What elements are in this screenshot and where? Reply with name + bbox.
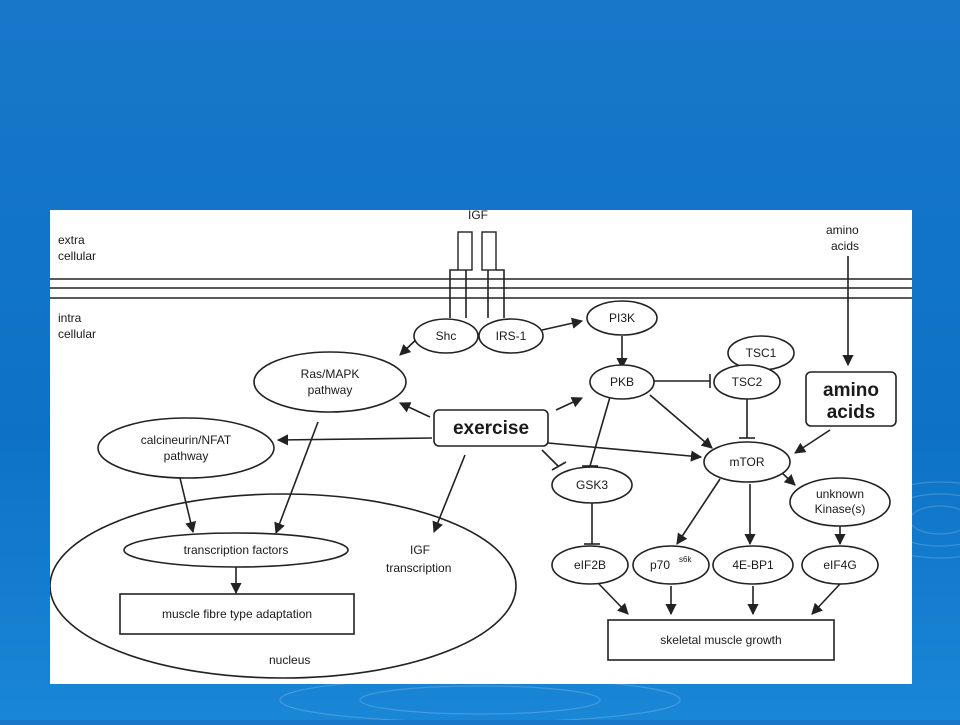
node-ras-mapk: Ras/MAPK pathway [253, 351, 407, 413]
node-4e-bp1: 4E-BP1 [712, 545, 794, 585]
node-tsc2-label: TSC2 [732, 375, 763, 389]
exercise-label: exercise [453, 418, 529, 439]
node-pkb: PKB [589, 364, 655, 400]
acids-label-top: acids [831, 239, 859, 253]
igf-receptor [449, 231, 505, 318]
nucleus [50, 493, 517, 679]
amino-label-top: amino [826, 223, 859, 237]
gsk3-label: GSK3 [576, 478, 608, 492]
node-tsc1: TSC1 [727, 335, 795, 371]
skeletal-growth-label: skeletal muscle growth [660, 633, 781, 647]
extra-cellular-label-2: cellular [58, 249, 96, 263]
node-tsc1-label: TSC1 [746, 346, 777, 360]
node-exercise: exercise [433, 409, 549, 447]
igf-transcription-label-1: IGF [410, 543, 430, 557]
p70-superscript: s6k [679, 555, 692, 564]
node-eif4g: eIF4G [801, 545, 879, 585]
node-mtor: mTOR [703, 441, 791, 483]
unknown-kinase-label-2: Kinase(s) [815, 502, 866, 516]
cell-membrane [50, 278, 912, 299]
node-muscle-fibre-adaptation: muscle fibre type adaptation [119, 593, 355, 635]
transcription-factors-label: transcription factors [184, 543, 289, 557]
pathway-connectors [179, 317, 846, 616]
node-tsc2: TSC2 [713, 364, 781, 400]
muscle-fibre-label: muscle fibre type adaptation [162, 607, 312, 621]
igf-transcription-label-2: transcription [386, 561, 451, 575]
node-pkb-label: PKB [610, 375, 634, 389]
node-amino-acids-box: amino acids [805, 371, 897, 427]
eif4g-label: eIF4G [823, 558, 856, 572]
amino-acids-box-label-2: acids [827, 402, 876, 423]
intra-cellular-label-1: intra [58, 311, 82, 325]
node-pi3k-label: PI3K [609, 311, 635, 325]
node-shc-label: Shc [436, 329, 457, 343]
ras-mapk-label-1: Ras/MAPK [301, 367, 360, 381]
node-shc: Shc [413, 318, 479, 354]
pathway-diagram-panel: extra cellular intra cellular IGF amino … [50, 210, 912, 684]
ras-mapk-label-2: pathway [308, 383, 353, 397]
pathway-diagram: extra cellular intra cellular IGF amino … [50, 210, 912, 679]
node-eif2b: eIF2B [551, 545, 629, 585]
node-unknown-kinase: unknown Kinase(s) [789, 477, 891, 527]
igf-receptor-label: IGF [468, 210, 488, 222]
mtor-label: mTOR [729, 455, 764, 469]
unknown-kinase-label-1: unknown [816, 487, 864, 501]
calcineurin-label-2: pathway [164, 449, 209, 463]
node-pi3k: PI3K [586, 300, 658, 336]
amino-acids-box-label-1: amino [823, 380, 879, 401]
node-p70: p70 s6k [632, 545, 710, 585]
calcineurin-label-1: calcineurin/NFAT [141, 433, 232, 447]
node-gsk3: GSK3 [551, 466, 633, 504]
eif2b-label: eIF2B [574, 558, 606, 572]
intra-cellular-label-2: cellular [58, 327, 96, 341]
extra-cellular-label-1: extra [58, 233, 85, 247]
node-irs1: IRS-1 [478, 318, 544, 354]
node-transcription-factors: transcription factors [123, 532, 349, 568]
p70-label: p70 [650, 558, 670, 572]
node-irs1-label: IRS-1 [496, 329, 527, 343]
4e-bp1-label: 4E-BP1 [732, 558, 774, 572]
node-skeletal-muscle-growth: skeletal muscle growth [607, 619, 835, 661]
nucleus-label: nucleus [269, 653, 310, 667]
node-calcineurin: calcineurin/NFAT pathway [97, 417, 275, 479]
